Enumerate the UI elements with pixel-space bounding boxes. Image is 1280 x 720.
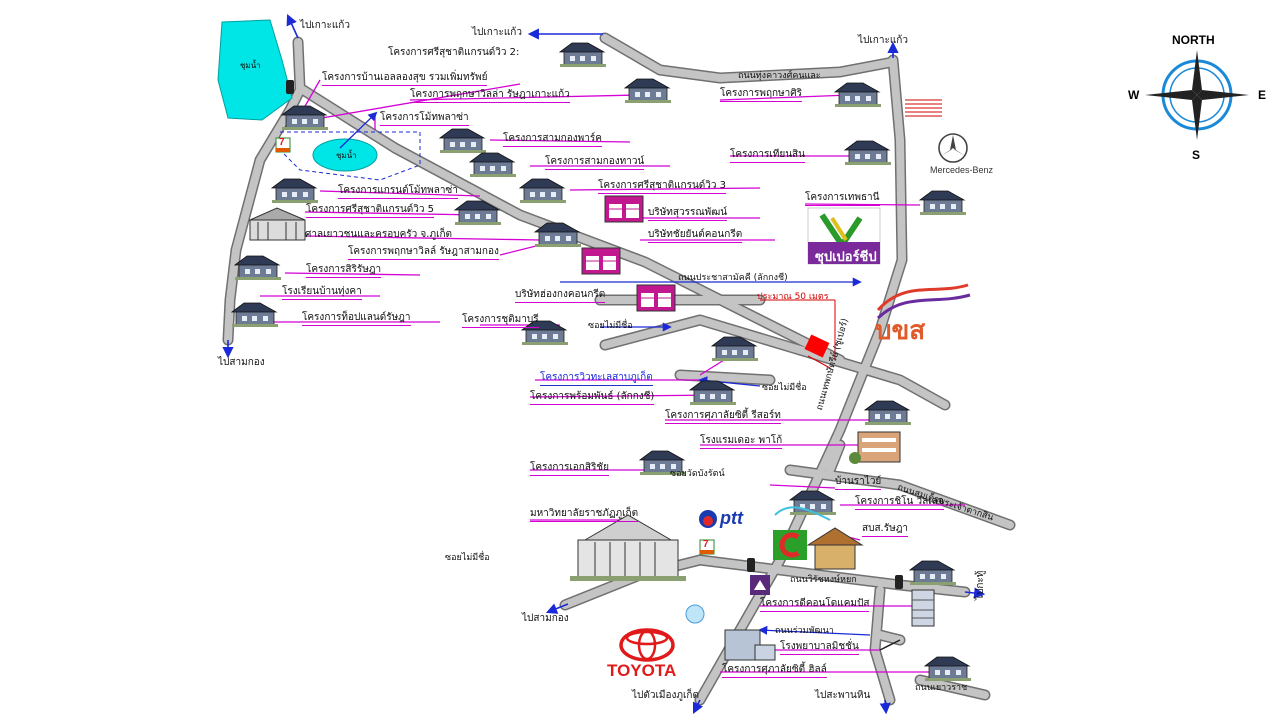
label-saemkong-park: โครงการสามกองพาร์ค bbox=[503, 133, 602, 147]
label-youthcourt: ศาลเยาวชนและครอบครัว จ.ภูเก็ต bbox=[305, 229, 453, 240]
road-lane-3: ซอยไม่มีชื่อ bbox=[445, 553, 490, 563]
temple-building bbox=[806, 527, 864, 570]
seven-eleven-icon bbox=[275, 137, 715, 555]
bks-logo bbox=[876, 283, 971, 320]
label-banrawa: บ้านราไวย์ bbox=[835, 476, 882, 490]
label-pruksasiri: โครงการพฤกษาศิริ bbox=[720, 88, 802, 102]
label-sriaemsin2: โครงการศรีสุชาติแกรนด์วิว 2: bbox=[388, 47, 520, 58]
label-sirirasada: โครงการสิริรัษฎา bbox=[306, 264, 382, 278]
dir-town: ไปตัวเมืองภูเก็ต bbox=[632, 690, 699, 701]
seven-eleven-mark-2: 7 bbox=[703, 539, 709, 550]
label-suwannaphat: บริษัทสุวรรณพัฒน์ bbox=[648, 207, 728, 221]
label-grand-motto: โครงการแกรนด์โม้ทพลาซ่า bbox=[338, 185, 458, 199]
big-c-logo bbox=[773, 530, 807, 560]
dir-koh-kaew-1: ไปเกาะแก้ว bbox=[300, 20, 350, 31]
compass-south: S bbox=[1192, 148, 1201, 162]
label-thiensin: โครงการเทียนสิน bbox=[730, 149, 805, 163]
bks-wordmark: บขส bbox=[875, 315, 926, 345]
benz-logo-icon bbox=[938, 133, 968, 163]
label-saemkong-town: โครงการสามกองทาวน์ bbox=[545, 156, 645, 170]
site-marker bbox=[804, 334, 830, 358]
label-nusasa: โครงการวิวทะเลสาบภูเก็ต bbox=[540, 372, 653, 386]
dir-samkong-1: ไปสามกอง bbox=[218, 357, 265, 368]
stripe-logo bbox=[905, 99, 942, 117]
label-hongkongcrete: บริษัทฮ่องกงคอนกรีต bbox=[515, 289, 606, 303]
label-sriaem3: โครงการศรีสุชาติแกรนด์วิว 3 bbox=[598, 180, 727, 194]
road-ruamphatthana: ถนนร่วมพัฒนา bbox=[775, 626, 834, 636]
road-lane-4: ซอยวัดบังรัตน์ bbox=[670, 469, 725, 479]
compass-west: W bbox=[1128, 88, 1140, 102]
hospital-building bbox=[724, 629, 776, 661]
label-deephotel: โรงแรมเดอะ พาโก้ bbox=[700, 435, 783, 449]
traffic-light-icon bbox=[286, 80, 903, 589]
label-prommin: โครงการพร้อมพันธ์ (ลักกงชี) bbox=[530, 391, 655, 405]
label-chaiyaphan: บริษัทชัยยันต์คอนกรีต bbox=[648, 229, 743, 243]
pond-large bbox=[217, 19, 293, 121]
dir-koh-kaew-2: ไปเกาะแก้ว bbox=[472, 27, 522, 38]
compass-rose bbox=[1145, 50, 1249, 140]
road-network bbox=[222, 32, 1016, 706]
ptt-wordmark: ptt bbox=[720, 508, 743, 528]
label-eksiri: โครงการเอกสิริชัย bbox=[530, 462, 609, 476]
toyota-wordmark: TOYOTA bbox=[607, 661, 677, 680]
road-prasertsak: ถนนประชาสามัคคี (ลักกงชี) bbox=[678, 273, 788, 283]
university-building bbox=[570, 514, 686, 581]
bank-logo-icon bbox=[750, 575, 770, 595]
label-supalai-resort: โครงการศุภาลัยซิตี้ รีสอร์ท bbox=[665, 410, 781, 424]
benz-wordmark: Mercedes-Benz bbox=[930, 165, 994, 175]
label-thephani: โครงการเทพธานี bbox=[805, 192, 880, 206]
road-lane-2: ซอยไม่มีชื่อ bbox=[762, 383, 807, 393]
label-school: โรงเรียนบ้านทุ่งคา bbox=[282, 286, 362, 300]
hotel-building bbox=[849, 431, 901, 464]
road-thepkrasattri: ถนนทุ่งคาวงศ์คนและ bbox=[738, 71, 821, 81]
label-chokchai: โครงการชุติมาบุรี bbox=[462, 314, 539, 328]
label-condo: โครงการดีคอนโดแคมปัส bbox=[760, 598, 870, 612]
dir-samkong-2: ไปสามกอง bbox=[522, 613, 569, 624]
site-distance-note: ประมาณ 50 เมตร bbox=[757, 292, 829, 302]
dir-koh-kaew-3: ไปเกาะแก้ว bbox=[858, 35, 908, 46]
label-sriaem5: โครงการศรีสุชาติแกรนด์วิว 5 bbox=[306, 204, 435, 218]
label-chino: โครงการชิโน วิลเลจ bbox=[855, 496, 944, 510]
label-hospital: โรงพยาบาลมิชชั่น bbox=[780, 641, 859, 655]
seven-eleven-mark-1: 7 bbox=[279, 137, 285, 148]
compass-north: NORTH bbox=[1172, 33, 1215, 47]
road-samkong: ถนนวิรัชหงษ์หยก bbox=[790, 575, 857, 585]
dir-saphan-hin: ไปสะพานหิน bbox=[815, 690, 871, 701]
supercheap-wordmark: ซุปเปอร์ชีป bbox=[815, 249, 877, 264]
label-mottaplace: โครงการโม้ทพลาซ่า bbox=[380, 112, 469, 126]
gov-seal-icon bbox=[685, 604, 705, 624]
toyota-logo-icon bbox=[619, 628, 675, 662]
ptt-logo-icon bbox=[699, 506, 831, 528]
label-sbb: สบส.รัษฎา bbox=[862, 523, 909, 537]
court-building bbox=[249, 207, 306, 241]
compass-east: E bbox=[1258, 88, 1267, 102]
pond-label-2: ชุมน้ำ bbox=[336, 151, 357, 160]
label-rajabhat: มหาวิทยาลัยราชภัฏภูเก็ต bbox=[530, 508, 639, 522]
pond-label-1: ชุมน้ำ bbox=[240, 61, 261, 70]
label-topland: โครงการท็อปแลนด์รัษฎา bbox=[302, 312, 411, 326]
supercheap-logo bbox=[807, 207, 881, 265]
road-lane-1: ซอยไม่มีชื่อ bbox=[588, 321, 633, 331]
condo-tower bbox=[911, 589, 935, 627]
project-leaders bbox=[260, 79, 965, 673]
label-baanpruksa: โครงการบ้านเอลลองสุข รวมเพิ่มทรัพย์ bbox=[322, 72, 488, 86]
label-pruksa-samkong: โครงการพฤกษาวิลล์ รัษฎาสามกอง bbox=[348, 246, 499, 260]
label-pruksavilla: โครงการพฤกษาวิลล่า รัษฎาเกาะแก้ว bbox=[410, 89, 570, 103]
label-supalai-hill: โครงการศุภาลัยซิตี้ ฮิลล์ bbox=[722, 664, 827, 678]
pond-small bbox=[312, 138, 378, 172]
dir-kathu: ไปกะทู้ bbox=[975, 570, 986, 600]
road-yaowarat: ถนนเยาวราช bbox=[915, 683, 968, 693]
